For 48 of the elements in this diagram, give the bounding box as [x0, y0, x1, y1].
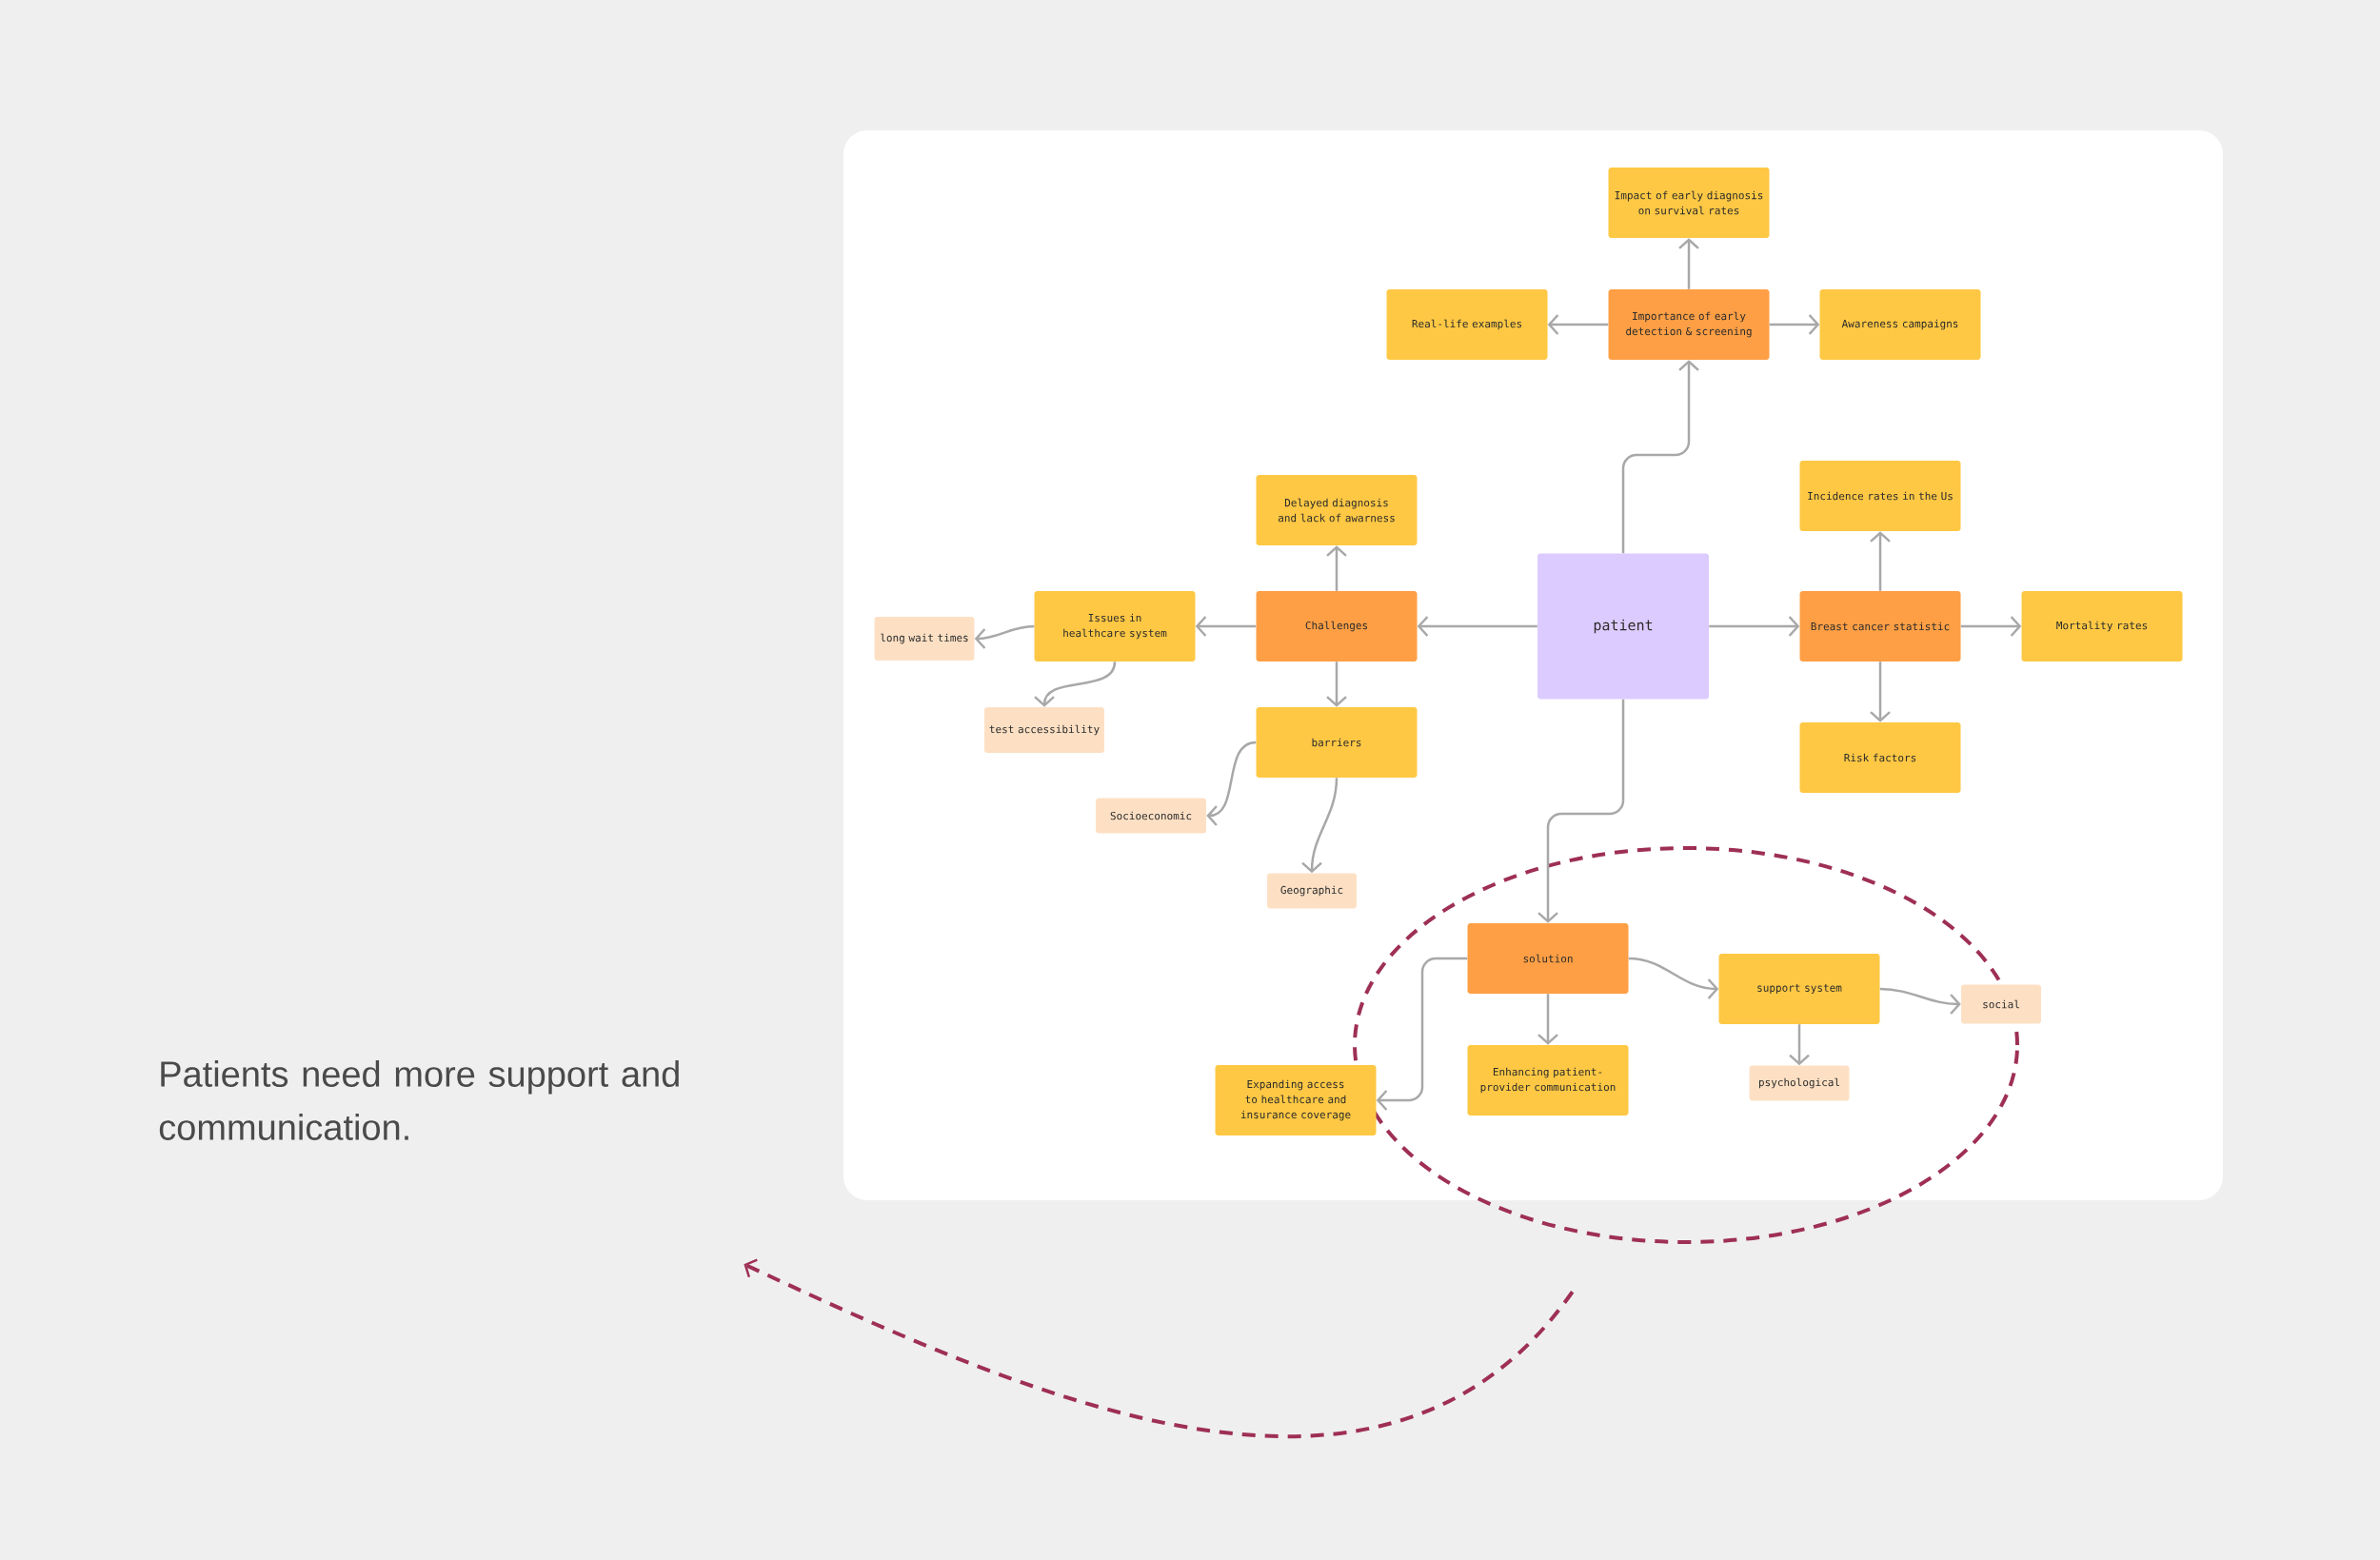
- subtopic-box: Issues in healthcare system: [1034, 591, 1196, 662]
- subtopic-box: Impact of early diagnosis on survival rates: [1608, 168, 1770, 238]
- topic-box: Importance of early detection & screening: [1608, 289, 1770, 360]
- subtopic-box: Risk factors: [1799, 722, 1961, 793]
- arrow: [1678, 238, 1699, 289]
- arrow: [744, 1258, 1575, 1438]
- arrow: [1537, 994, 1558, 1045]
- arrow: [1326, 545, 1347, 591]
- note-text: Patients need more support and communication.: [159, 1060, 679, 1140]
- subtopic-box: Mortality rates: [2021, 591, 2183, 662]
- arrow: [1195, 616, 1257, 637]
- arrow: [1769, 314, 1820, 335]
- subtopic-box: Delayed diagnosis and lack of awarness: [1256, 475, 1418, 545]
- arrow: [1206, 741, 1257, 826]
- arrow: [1034, 661, 1117, 707]
- highlight-ellipse: [1353, 846, 2019, 1244]
- arrow: [1879, 987, 1961, 1015]
- detail-box: Geographic: [1267, 873, 1357, 909]
- detail-box: psychological: [1749, 1065, 1850, 1101]
- arrow: [1870, 531, 1891, 591]
- subtopic-box: barriers: [1256, 707, 1418, 778]
- topic-box: Breast cancer statistic: [1799, 591, 1961, 662]
- subtopic-box: Awareness campaigns: [1819, 289, 1981, 360]
- arrow: [1326, 662, 1347, 707]
- subtopic-box: Expanding access to healthcare and insurance coverage: [1215, 1065, 1377, 1135]
- detail-box: long wait times: [874, 617, 975, 661]
- subtopic-box: Enhancing patient-provider communication: [1467, 1045, 1629, 1116]
- arrow: [1870, 662, 1891, 722]
- subtopic-box: Real-life examples: [1386, 289, 1548, 360]
- arrow: [1537, 699, 1625, 923]
- detail-box: test accessibility: [984, 707, 1104, 753]
- arrow: [1376, 957, 1468, 1111]
- arrow: [1709, 616, 1800, 637]
- arrow: [974, 624, 1035, 649]
- detail-box: social: [1961, 984, 2042, 1024]
- arrow: [1547, 314, 1609, 335]
- center-box: patient: [1537, 553, 1709, 700]
- arrow: [1301, 778, 1339, 874]
- subtopic-box: Incidence rates in the Us: [1799, 461, 1961, 531]
- arrow: [1960, 616, 2022, 637]
- detail-box: Socioeconomic: [1096, 798, 1206, 834]
- arrow: [1628, 957, 1719, 999]
- arrow: [1417, 616, 1537, 637]
- topic-box: Challenges: [1256, 591, 1418, 662]
- arrow: [1621, 360, 1699, 554]
- arrow: [1789, 1024, 1810, 1066]
- topic-box: solution: [1467, 923, 1629, 994]
- subtopic-box: support system: [1718, 954, 1880, 1024]
